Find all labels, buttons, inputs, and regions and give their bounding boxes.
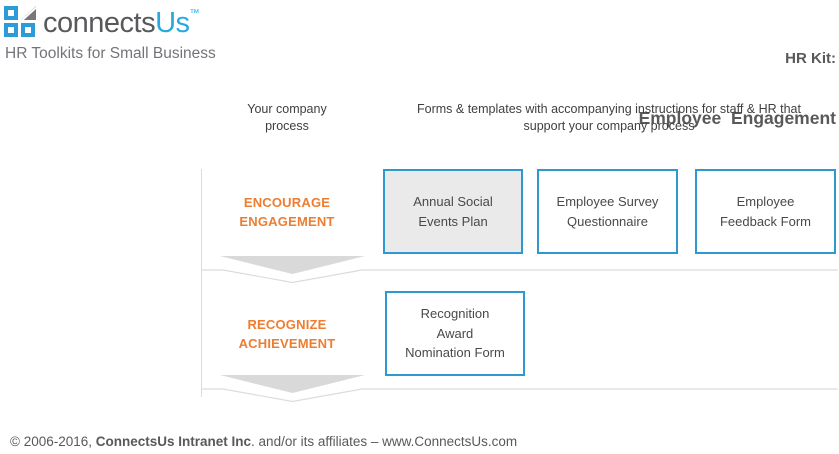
form-box-employee-survey-questionnaire[interactable]: Employee Survey Questionnaire bbox=[537, 169, 678, 254]
form-box-employee-feedback-form[interactable]: Employee Feedback Form bbox=[695, 169, 836, 254]
logo-square-bottom-right-icon bbox=[21, 23, 35, 37]
process-vertical-line bbox=[201, 169, 202, 397]
kit-name: Employee Engagement bbox=[638, 108, 836, 128]
logo-folded-corner-icon bbox=[21, 6, 36, 20]
logo-square-bottom-left-icon bbox=[4, 23, 18, 37]
copyright-footer: © 2006-2016, ConnectsUs Intranet Inc. an… bbox=[10, 434, 517, 449]
connectsus-logo-icon bbox=[4, 6, 36, 37]
copyright-prefix: © 2006-2016, bbox=[10, 434, 96, 449]
column-header-forms-templates: Forms & templates with accompanying inst… bbox=[417, 102, 801, 133]
form-box-annual-social-events-plan[interactable]: Annual Social Events Plan bbox=[383, 169, 523, 254]
logo-wordmark-blue: Us bbox=[155, 7, 190, 39]
column-header-company-process: Your company process bbox=[247, 102, 327, 133]
page-title: HR Kit: Employee Engagement bbox=[639, 12, 836, 166]
connectsus-logo[interactable]: connectsUs™ HR Toolkits for Small Busine… bbox=[4, 5, 244, 65]
logo-tagline: HR Toolkits for Small Business bbox=[5, 45, 216, 62]
logo-wordmark: connectsUs™ bbox=[43, 7, 200, 40]
trademark-symbol: ™ bbox=[189, 8, 200, 19]
process-flow-chevron-1 bbox=[201, 256, 838, 284]
form-box-recognition-award-nomination-form[interactable]: Recognition Award Nomination Form bbox=[385, 291, 525, 376]
process-step-recognize-achievement: RECOGNIZE ACHIEVEMENT bbox=[238, 317, 336, 351]
kit-label: HR Kit: bbox=[785, 50, 836, 67]
copyright-suffix: . and/or its affiliates – www.ConnectsUs… bbox=[251, 434, 518, 449]
logo-wordmark-gray: connects bbox=[43, 7, 156, 39]
company-name: ConnectsUs Intranet Inc bbox=[95, 434, 252, 449]
process-flow-chevron-2 bbox=[201, 375, 838, 403]
process-step-encourage-engagement: ENCOURAGE ENGAGEMENT bbox=[239, 195, 335, 229]
logo-square-top-left-icon bbox=[4, 6, 18, 20]
